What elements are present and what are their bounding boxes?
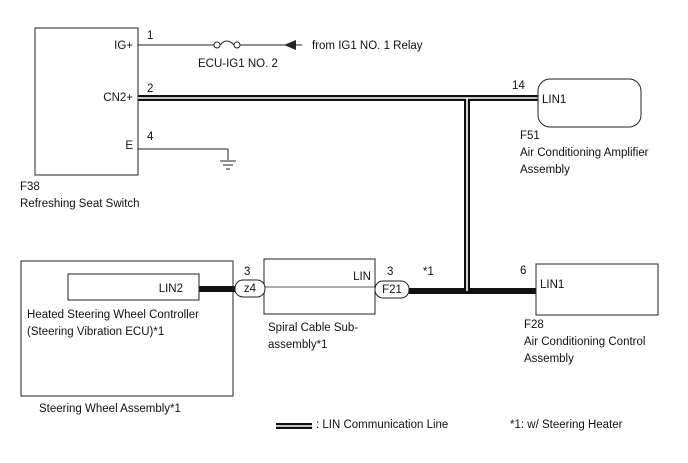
relay-arrow-icon [284, 40, 296, 50]
control-box [535, 263, 659, 316]
control-name-line2: Assembly [524, 353, 574, 365]
connector-f21-pin-number: 3 [387, 266, 393, 278]
connector-f21-label: F21 [382, 284, 402, 296]
refreshing-seat-switch-box [34, 27, 139, 176]
relay-source-label: from IG1 NO. 1 Relay [312, 40, 423, 52]
control-pin-number: 6 [520, 265, 526, 277]
fuse-terminal-right [233, 41, 241, 49]
legend-footnote: *1: w/ Steering Heater [510, 419, 623, 431]
wheel-controller-pin-label: LIN2 [159, 283, 183, 295]
ground-icon [220, 160, 236, 170]
wheel-controller-name-line1: Heated Steering Wheel Controller [27, 309, 199, 321]
control-code: F28 [524, 319, 544, 331]
amplifier-box [537, 78, 642, 128]
wheel-controller-box [67, 273, 200, 301]
spiral-cable-name-line1: Spiral Cable Sub- [268, 322, 358, 334]
amplifier-name-line2: Assembly [520, 164, 570, 176]
amplifier-pin-number: 14 [512, 80, 525, 92]
amplifier-code: F51 [520, 130, 540, 142]
fuse-terminal-left [213, 41, 221, 49]
spiral-cable-box [263, 258, 376, 315]
pin-label-cn2: CN2+ [103, 92, 133, 104]
switch-code: F38 [20, 181, 40, 193]
spiral-cable-name-line2: assembly*1 [268, 339, 327, 351]
steering-wheel-assembly-box [20, 260, 234, 397]
lin-bus [138, 95, 540, 294]
connector-z4-label: z4 [244, 283, 257, 295]
fuse-icon [219, 40, 235, 46]
pin-number-1: 1 [147, 30, 153, 42]
note-marker: *1 [423, 266, 434, 278]
legend-lin-line-label: : LIN Communication Line [316, 419, 448, 431]
connector-z4 [234, 279, 266, 298]
wheel-controller-name-line2: (Steering Vibration ECU)*1 [27, 326, 164, 338]
control-name-line1: Air Conditioning Control [524, 336, 645, 348]
pin-label-ig: IG+ [114, 40, 133, 52]
spiral-cable-pin-label: LIN [353, 271, 371, 283]
connector-f21 [374, 280, 410, 299]
control-pin-label: LIN1 [540, 279, 564, 291]
connector-z4-pin-number: 3 [244, 266, 250, 278]
pin-number-4: 4 [147, 131, 154, 143]
steering-wheel-assembly-label: Steering Wheel Assembly*1 [39, 403, 181, 415]
switch-name: Refreshing Seat Switch [20, 198, 140, 210]
pin-number-2: 2 [147, 83, 153, 95]
fuse-label: ECU-IG1 NO. 2 [198, 58, 278, 70]
amplifier-pin-label: LIN1 [542, 94, 566, 106]
pin-label-e: E [125, 140, 133, 152]
amplifier-name-line1: Air Conditioning Amplifier [520, 147, 649, 159]
